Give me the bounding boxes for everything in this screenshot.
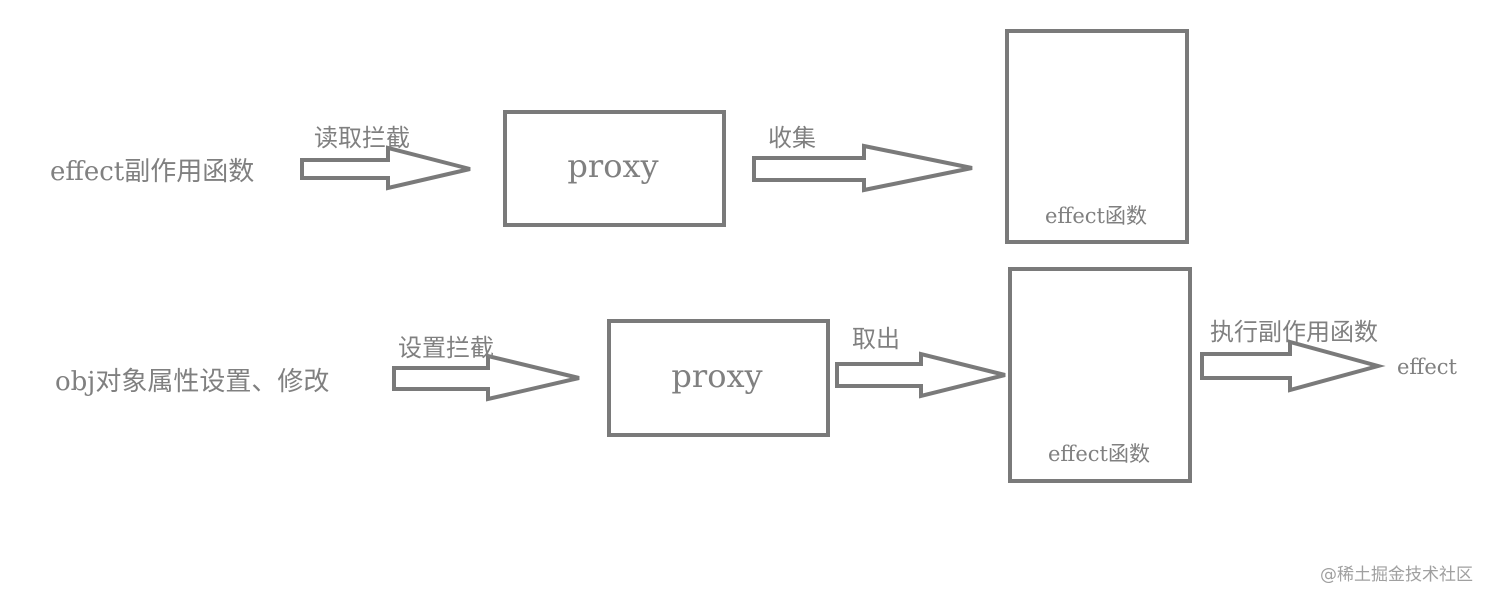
row2-source-label: obj对象属性设置、修改: [55, 367, 329, 397]
row2-intercept-arrow: [392, 353, 580, 402]
row1-proxy-label: proxy: [567, 147, 658, 185]
row1-source-label: effect副作用函数: [50, 157, 254, 187]
row1-intercept-label: 读取拦截: [314, 124, 410, 152]
row2-result-label: effect: [1397, 355, 1458, 379]
row2-intercept-label: 设置拦截: [398, 334, 494, 362]
row1-proxy-box: [503, 110, 726, 227]
row2-take-out-arrow: [835, 351, 1006, 399]
row2-effect-bucket-label: effect函数: [1048, 442, 1150, 466]
row2-proxy-box: [607, 319, 830, 437]
row2-execute-arrow: [1200, 339, 1386, 393]
row2-take-out-label: 取出: [852, 325, 900, 353]
row1-collect-arrow: [752, 143, 973, 193]
row1-effect-bucket-label: effect函数: [1045, 204, 1147, 228]
row1-effect-bucket: [1005, 29, 1189, 244]
row2-execute-label: 执行副作用函数: [1210, 318, 1378, 346]
row1-intercept-arrow: [300, 145, 471, 191]
watermark: @稀土掘金技术社区: [1320, 565, 1473, 585]
row2-effect-bucket: [1008, 267, 1192, 483]
row1-collect-label: 收集: [768, 124, 816, 152]
row2-proxy-label: proxy: [671, 357, 762, 395]
